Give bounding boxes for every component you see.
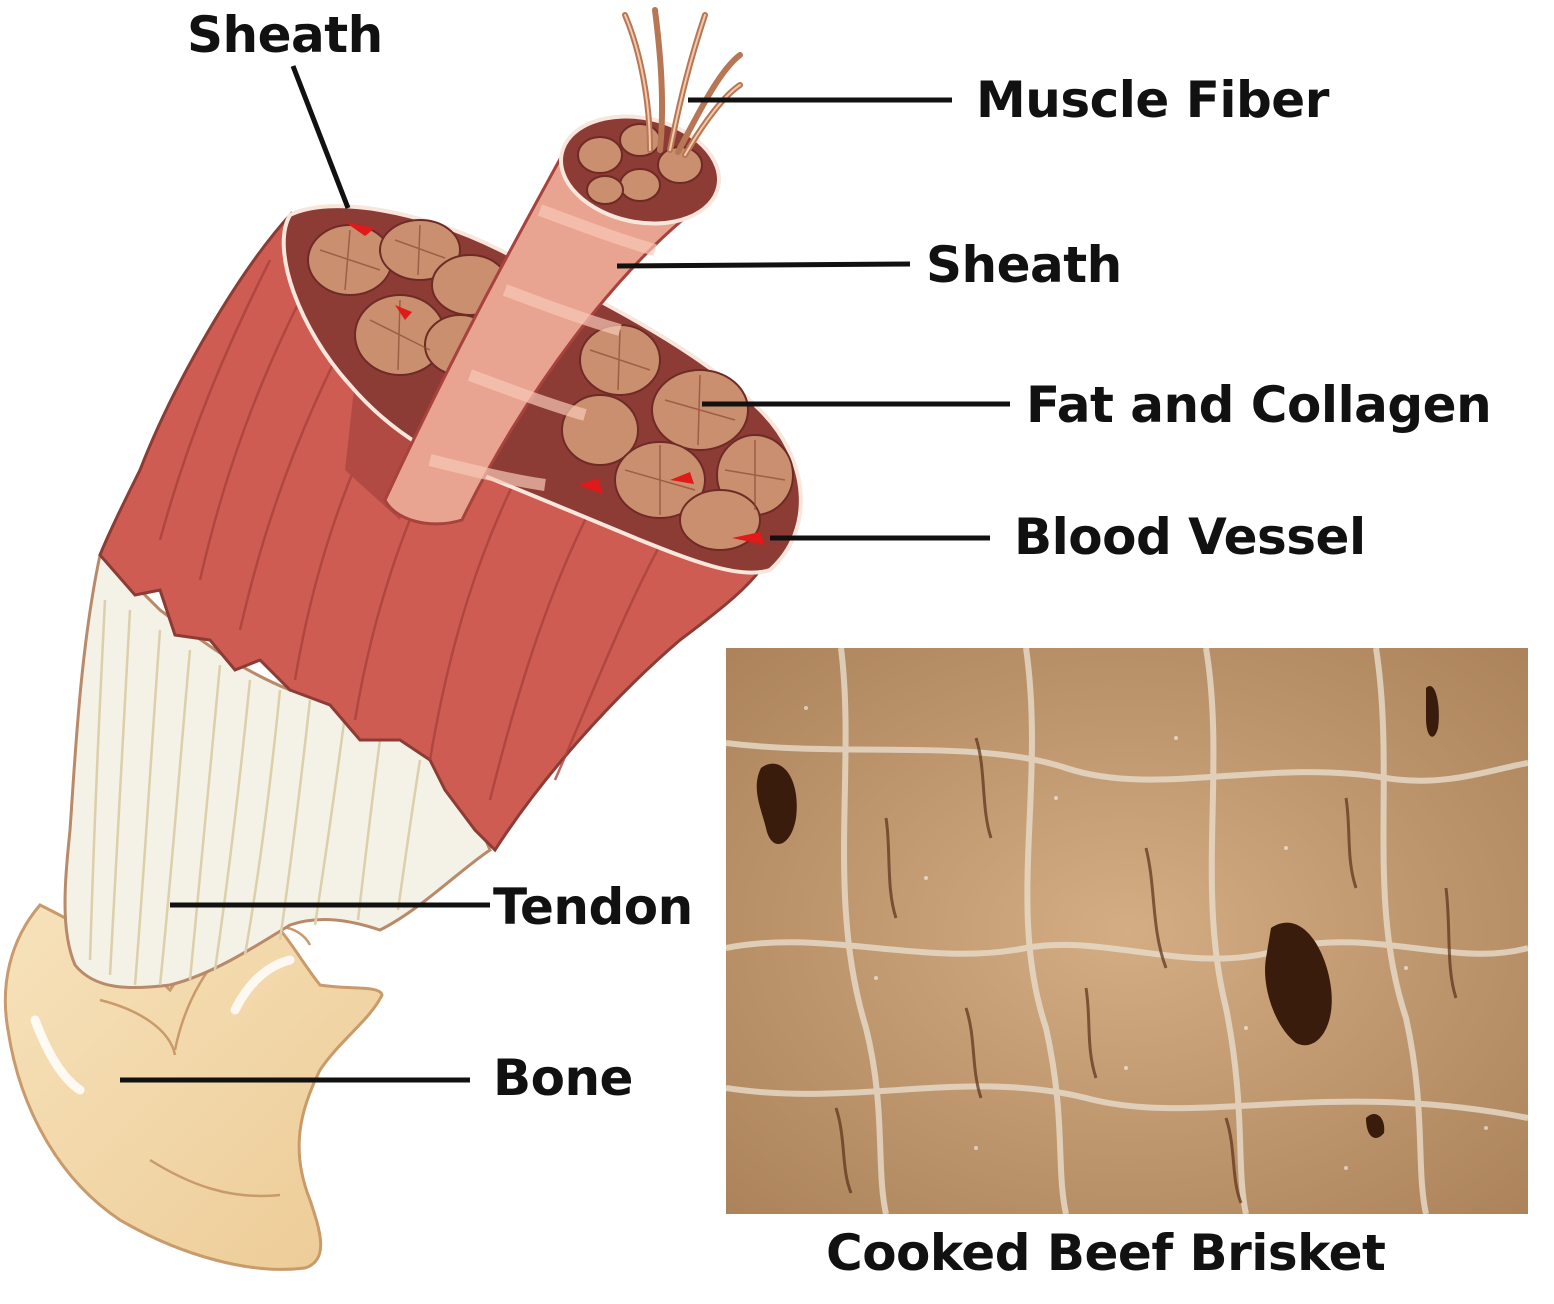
- blood-vessel-marks: [345, 222, 765, 545]
- photo-caption: Cooked Beef Brisket: [826, 1224, 1386, 1282]
- label-fat-and-collagen: Fat and Collagen: [1026, 376, 1492, 434]
- leader-lines: [120, 65, 1010, 1083]
- label-bone: Bone: [493, 1049, 633, 1107]
- leader-sheath-inner: [616, 261, 911, 269]
- muscle-cross-section: [281, 204, 803, 575]
- label-sheath-outer: Sheath: [187, 6, 383, 64]
- label-muscle-fiber: Muscle Fiber: [976, 71, 1329, 129]
- label-blood-vessel: Blood Vessel: [1014, 508, 1366, 566]
- leader-sheath-outer: [290, 65, 351, 209]
- tendon-shape: [63, 552, 492, 990]
- label-sheath-inner: Sheath: [926, 236, 1122, 294]
- label-tendon: Tendon: [493, 878, 693, 936]
- brisket-photo: [726, 648, 1528, 1214]
